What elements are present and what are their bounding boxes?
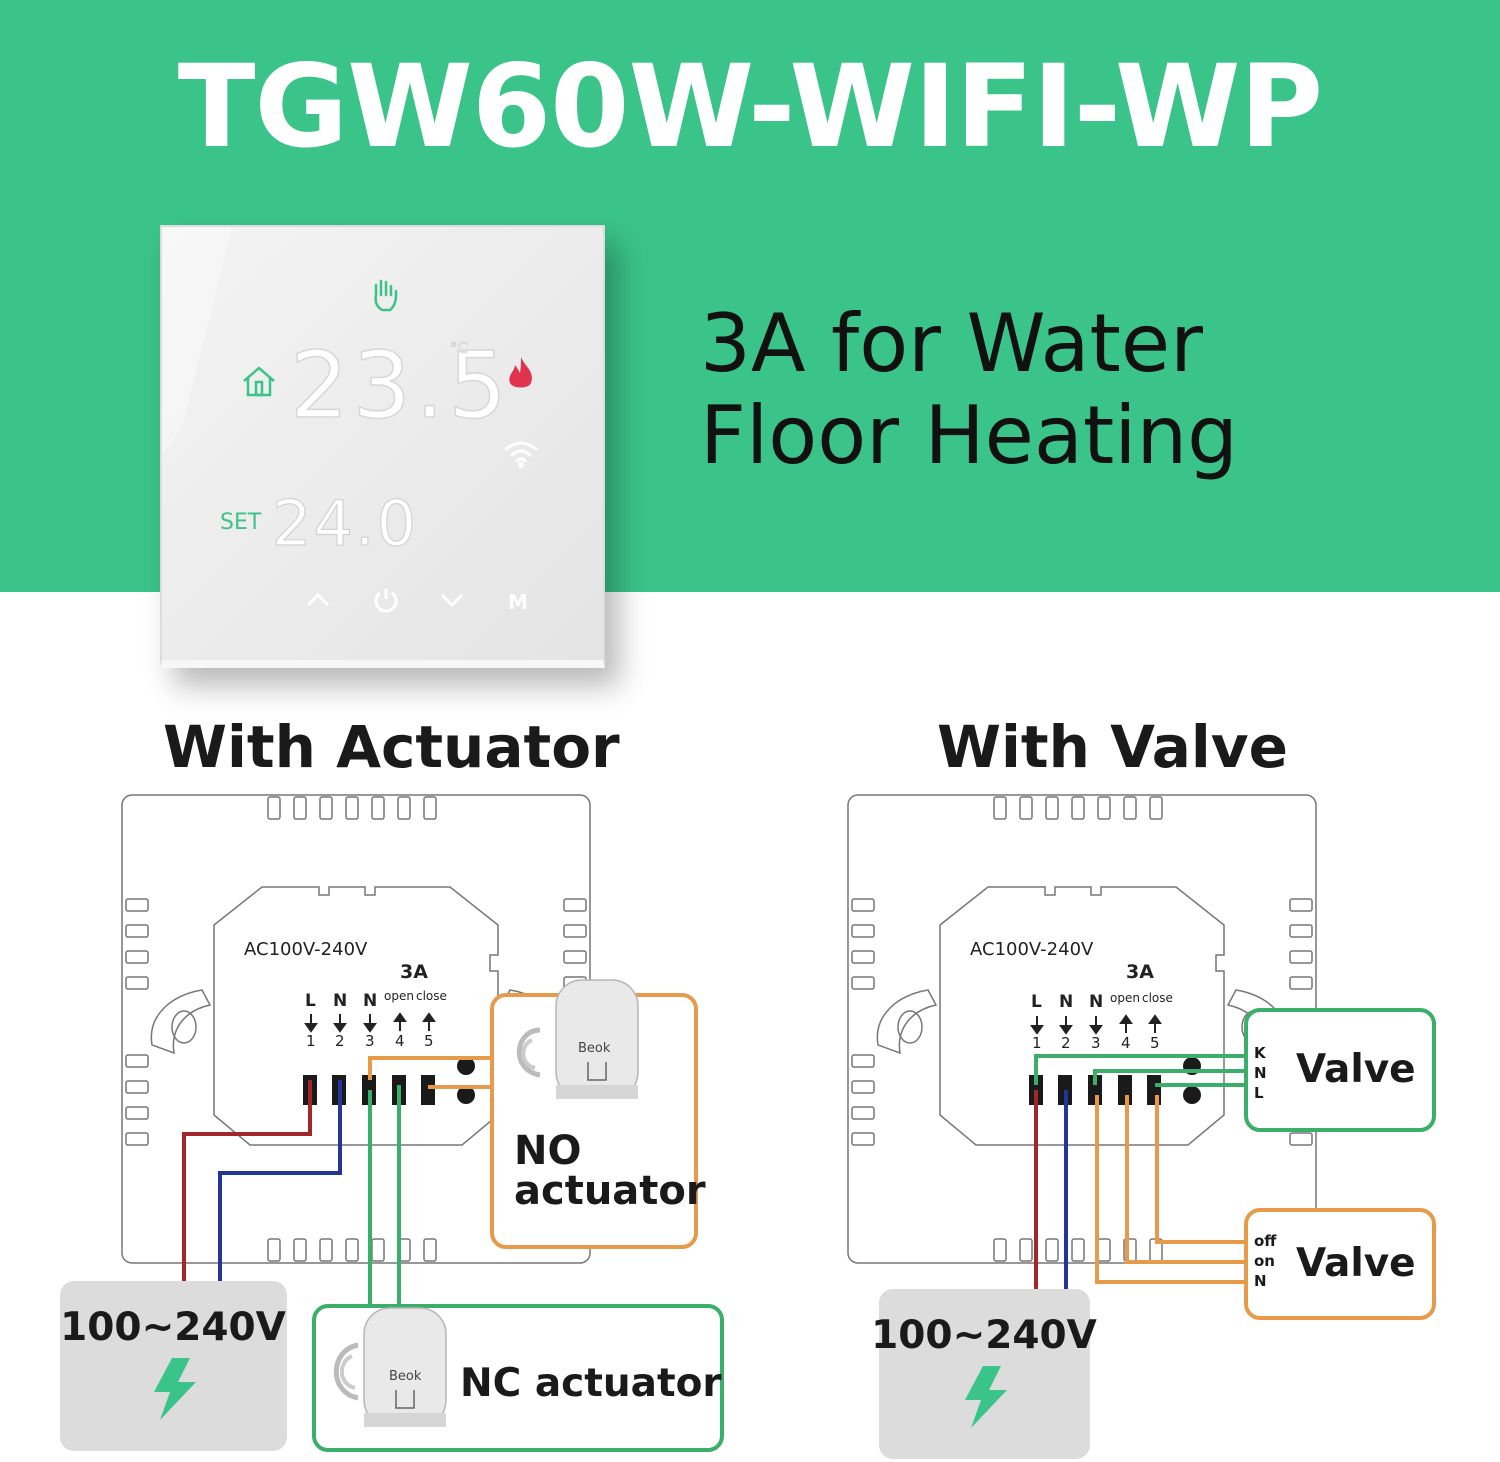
right-orange-wire-on: [1125, 1095, 1247, 1264]
left-orange-wire-1: [368, 1056, 493, 1080]
left-terminal-letter-N2: N: [363, 991, 377, 1011]
thermostat-panel: 23.5 °C SET 24.0 M: [160, 225, 605, 668]
valve1-label: Valve: [1296, 1047, 1416, 1092]
right-green-wire-N: [1093, 1069, 1247, 1085]
valve1-pin-K: K: [1254, 1044, 1267, 1062]
right-terminal-4: 4: [1121, 1034, 1131, 1052]
down-button[interactable]: [440, 593, 464, 608]
right-green-wire-L: [1034, 1054, 1247, 1085]
heating-flame-icon: [509, 357, 532, 388]
left-power-box: 100~240V: [60, 1281, 287, 1451]
valve2-pin-off: off: [1254, 1232, 1277, 1250]
set-label: SET: [220, 510, 262, 535]
valve-box-2: off on N Valve: [1244, 1208, 1436, 1320]
right-terminal-1: 1: [1032, 1034, 1042, 1052]
right-current-rating: 3A: [1126, 961, 1154, 983]
right-power-label: 100~240V: [871, 1313, 1097, 1358]
valve1-pin-N: N: [1254, 1064, 1267, 1082]
power-button[interactable]: [374, 589, 398, 613]
left-terminal-letter-N1: N: [333, 991, 347, 1011]
left-terminal-3: 3: [365, 1032, 375, 1050]
valve2-pin-N: N: [1254, 1272, 1267, 1290]
valve2-label: Valve: [1296, 1241, 1416, 1286]
left-current-rating: 3A: [400, 961, 428, 983]
right-terminal-letter-L: L: [1031, 992, 1042, 1012]
current-temperature: 23.5: [290, 332, 511, 439]
subtitle-line-2: Floor Heating: [700, 389, 1238, 482]
left-power-label: 100~240V: [60, 1305, 286, 1350]
subtitle-line-1: 3A for Water: [700, 297, 1203, 390]
right-close-label: close: [1142, 991, 1173, 1005]
left-terminal-5: 5: [424, 1032, 434, 1050]
manual-mode-icon: [374, 279, 398, 312]
with-actuator-heading: With Actuator: [163, 713, 620, 781]
up-button[interactable]: [306, 592, 330, 607]
right-wires: [1034, 1054, 1247, 1290]
left-lightning-icon: [154, 1358, 196, 1420]
right-voltage-rating: AC100V-240V: [970, 939, 1094, 960]
home-icon: [243, 366, 275, 397]
right-terminal-2: 2: [1061, 1034, 1071, 1052]
no-actuator-brand: Beok: [578, 1041, 611, 1056]
set-temperature: 24.0: [272, 487, 418, 560]
glass-reflection: [162, 227, 232, 457]
valve1-pin-L: L: [1254, 1084, 1264, 1102]
left-terminal-letter-L: L: [305, 991, 316, 1011]
product-title: TGW60W-WIFI-WP: [177, 40, 1323, 173]
right-terminal-3: 3: [1091, 1034, 1101, 1052]
left-voltage-rating: AC100V-240V: [244, 939, 368, 960]
no-actuator-label-2: actuator: [514, 1168, 706, 1214]
right-terminal-5: 5: [1150, 1034, 1160, 1052]
left-wires: [182, 1056, 493, 1308]
right-orange-wire-off: [1155, 1095, 1247, 1244]
left-close-label: close: [416, 989, 447, 1003]
mode-button[interactable]: M: [508, 590, 528, 614]
right-orange-wire-N: [1095, 1095, 1247, 1284]
nc-actuator-label: NC actuator: [460, 1361, 722, 1406]
product-subtitle: 3A for Water Floor Heating: [700, 298, 1490, 482]
right-open-label: open: [1110, 991, 1140, 1005]
nc-actuator-brand: Beok: [389, 1369, 422, 1384]
left-neutral-wire: [218, 1080, 342, 1282]
left-open-label: open: [384, 989, 414, 1003]
left-terminal-4: 4: [395, 1032, 405, 1050]
no-actuator-box: Beok NO actuator: [490, 979, 706, 1249]
temperature-unit: °C: [450, 339, 468, 357]
nc-actuator-box: Beok NC actuator: [312, 1304, 724, 1452]
left-terminal-1: 1: [306, 1032, 316, 1050]
with-valve-heading: With Valve: [937, 713, 1288, 781]
right-terminal-letter-N2: N: [1089, 992, 1103, 1012]
wifi-icon: [504, 441, 538, 468]
valve-box-1: K N L Valve: [1244, 1008, 1436, 1132]
no-actuator-label-1: NO: [514, 1128, 581, 1174]
right-lightning-icon: [965, 1366, 1007, 1428]
left-terminal-2: 2: [335, 1032, 345, 1050]
right-terminal-letter-N1: N: [1059, 992, 1073, 1012]
left-live-wire: [182, 1080, 312, 1282]
valve2-pin-on: on: [1254, 1252, 1275, 1270]
right-power-box: 100~240V: [871, 1289, 1097, 1459]
no-actuator-device: Beok: [516, 979, 639, 1099]
